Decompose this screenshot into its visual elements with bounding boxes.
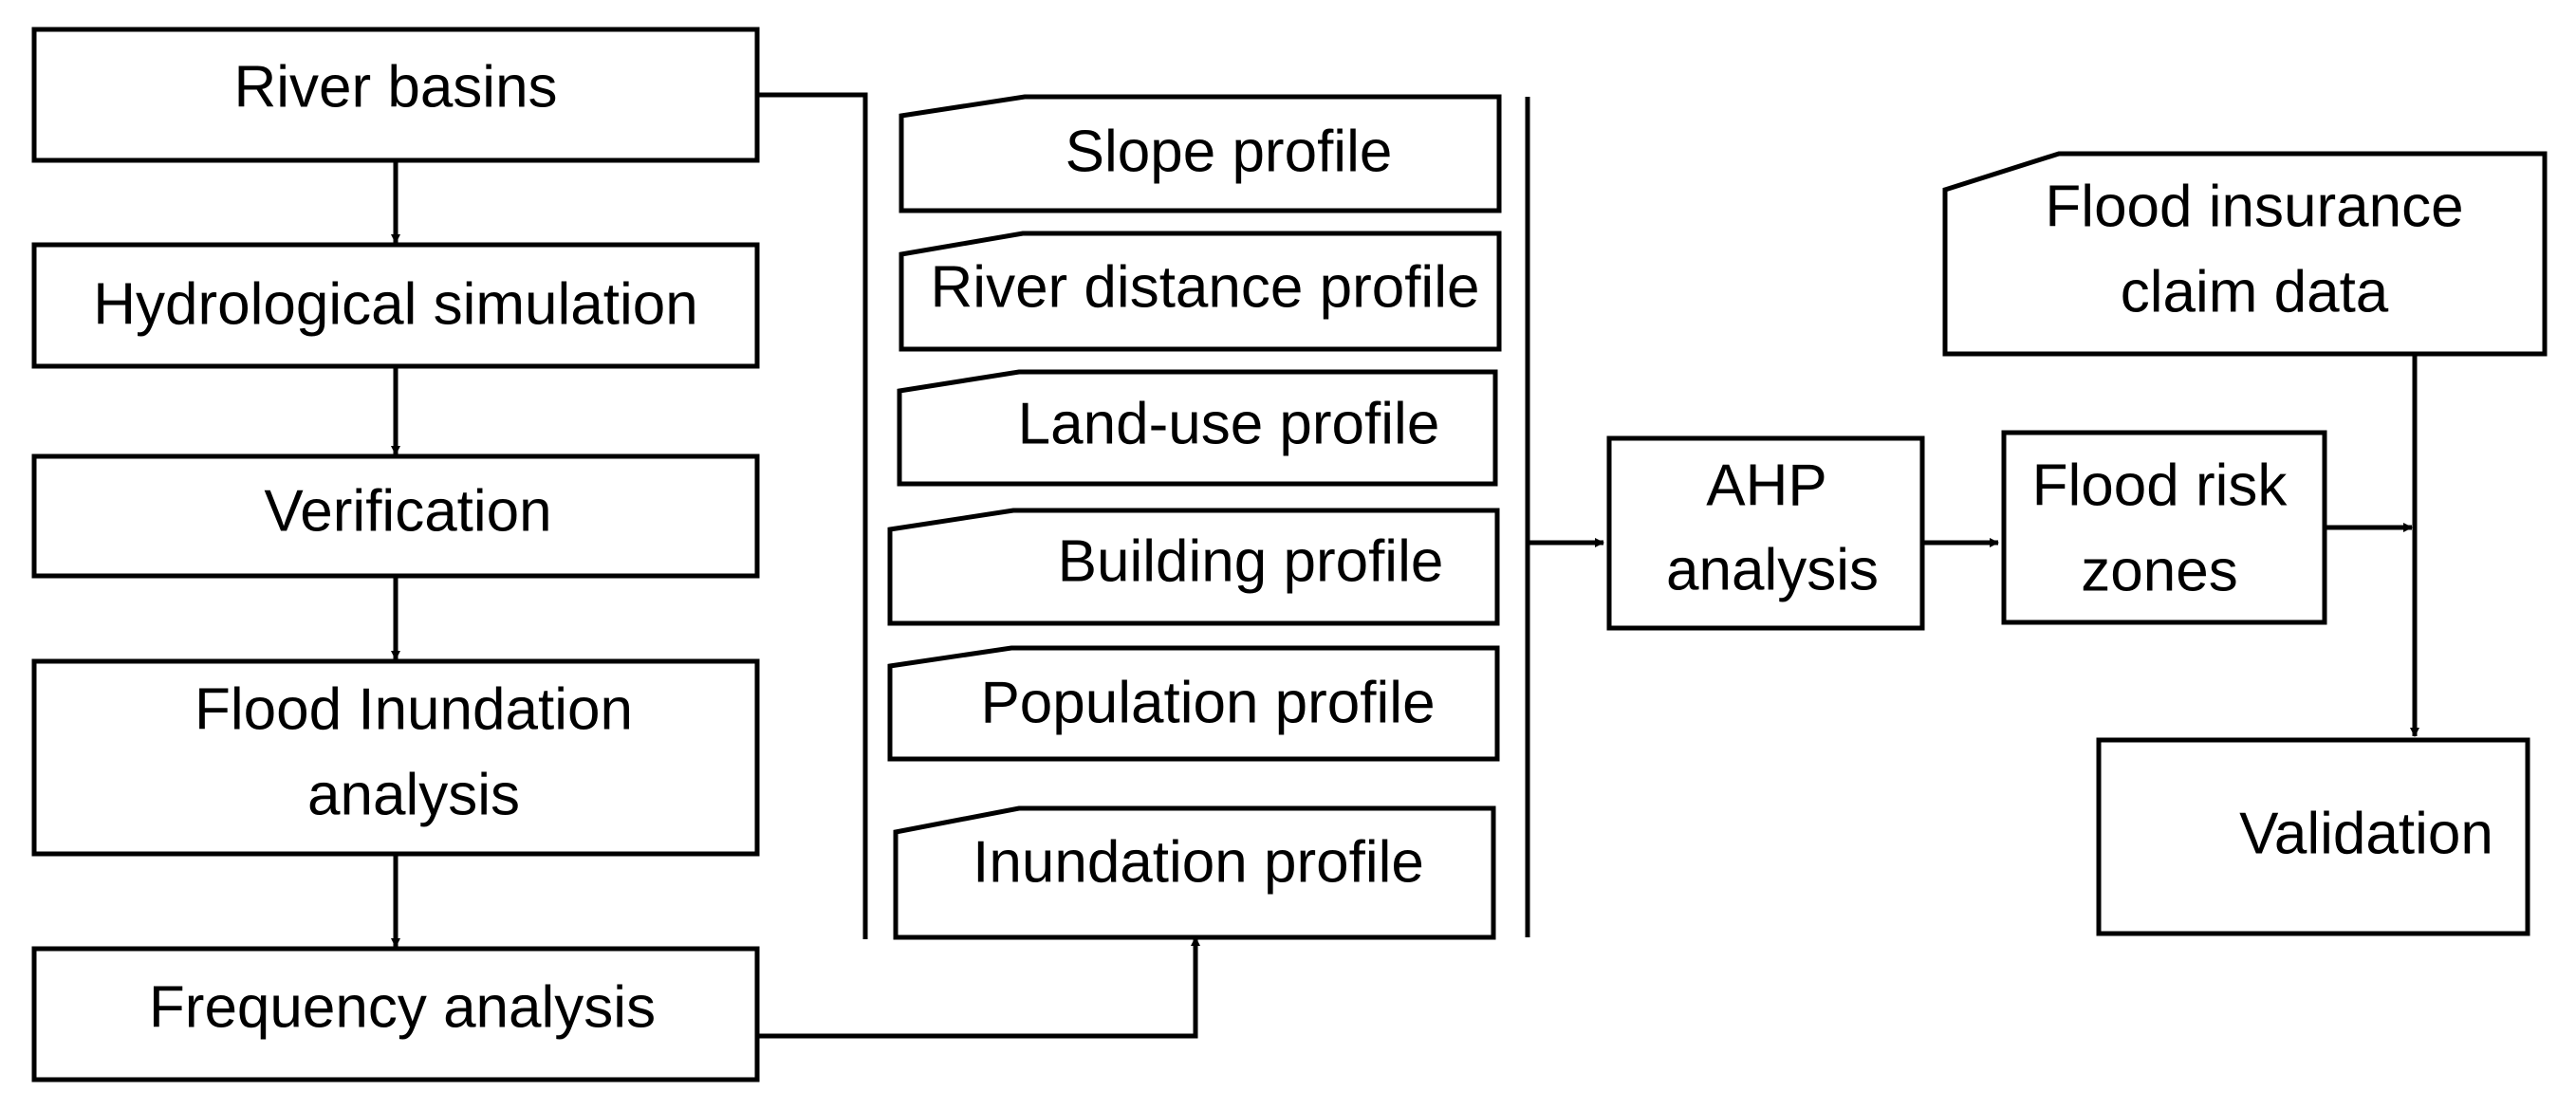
river-basins-label: River basins [233,54,557,120]
flood-insurance-claim-data-card: Flood insurance claim data [1942,151,2548,357]
inundation-profile-card: Inundation profile [893,805,1496,940]
hydrological-simulation-label: Hydrological simulation [93,271,698,337]
land-use-profile-card: Land-use profile [897,369,1498,487]
connector-basins-bracket [757,92,868,939]
validation-label: Validation [2239,801,2493,866]
verification-label: Verification [264,478,551,544]
building-profile-card: Building profile [887,508,1500,626]
river-distance-profile-label: River distance profile [931,254,1480,320]
insurance-label-line2: claim data [2121,259,2389,324]
verification-node: Verification [31,453,760,579]
river-basins-node: River basins [31,27,760,163]
frequency-analysis-node: Frequency analysis [31,946,760,1082]
slope-profile-label: Slope profile [1066,119,1393,184]
arrow-frequency-to-inundation-profile [757,936,1200,1039]
building-profile-label: Building profile [1058,528,1444,594]
ahp-label-line1: AHP [1706,453,1826,518]
flood-inundation-label-line1: Flood Inundation [195,676,633,742]
ahp-label-line2: analysis [1666,537,1879,602]
land-use-profile-label: Land-use profile [1018,391,1440,456]
flood-risk-label-line1: Flood risk [2032,453,2289,518]
inundation-profile-label: Inundation profile [973,829,1424,895]
flood-inundation-label-line2: analysis [307,762,520,827]
population-profile-card: Population profile [887,645,1500,762]
flood-inundation-analysis-node: Flood Inundation analysis [31,658,760,857]
slope-profile-card: Slope profile [899,94,1502,213]
validation-node: Validation [2096,737,2530,936]
population-profile-label: Population profile [980,670,1435,735]
insurance-label-line1: Flood insurance [2045,174,2463,239]
frequency-analysis-label: Frequency analysis [149,974,656,1040]
ahp-analysis-node: AHP analysis [1606,435,1925,631]
flood-risk-label-line2: zones [2081,538,2237,603]
hydrological-simulation-node: Hydrological simulation [31,242,760,369]
river-distance-profile-card: River distance profile [899,231,1502,352]
flood-risk-zones-node: Flood risk zones [2001,430,2327,625]
